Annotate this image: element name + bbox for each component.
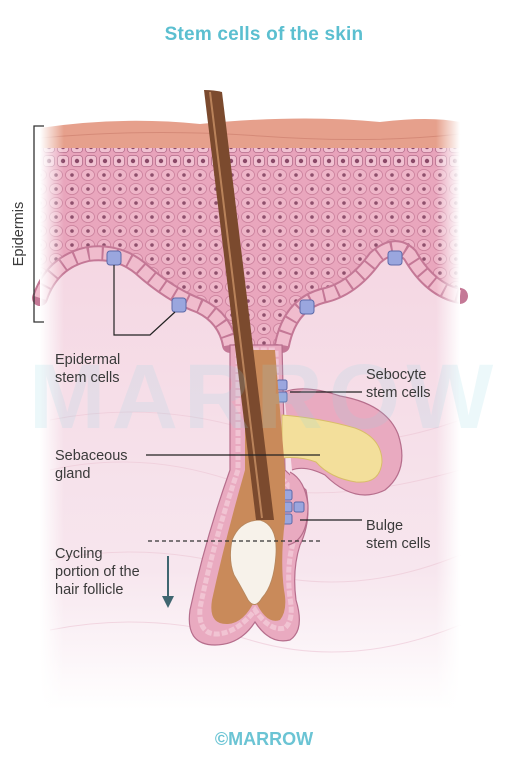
epidermal-stem-cells-label: Epidermal stem cells <box>55 352 121 386</box>
cycling-portion-label: Cycling portion of the hair follicle <box>55 546 140 598</box>
epidermal-stem-cell-markers <box>106 250 403 315</box>
sebocyte-stem-cells-label: Sebocyte stem cells <box>366 367 431 401</box>
sebaceous-gland-label: Sebaceous gland <box>55 448 128 482</box>
down-arrow-icon <box>162 596 174 608</box>
epidermis-label-wrap: Epidermis <box>7 194 31 274</box>
sebaceous-gland-lipid <box>281 414 383 483</box>
granular-layer <box>40 148 460 168</box>
copyright-logo: ©MARROW <box>214 729 314 749</box>
epidermis-bracket <box>33 125 44 323</box>
spinous-layer <box>40 168 460 345</box>
diagram-title: Stem cells of the skin <box>164 24 364 45</box>
hair-shaft <box>204 90 274 520</box>
epidermis-label: Epidermis <box>11 201 27 267</box>
bulge-stem-cells-label: Bulge stem cells <box>366 518 431 552</box>
leader-epidermal <box>113 265 176 336</box>
sebocyte-stem-cell-markers <box>276 379 288 403</box>
watermark: MARROW <box>28 346 500 448</box>
